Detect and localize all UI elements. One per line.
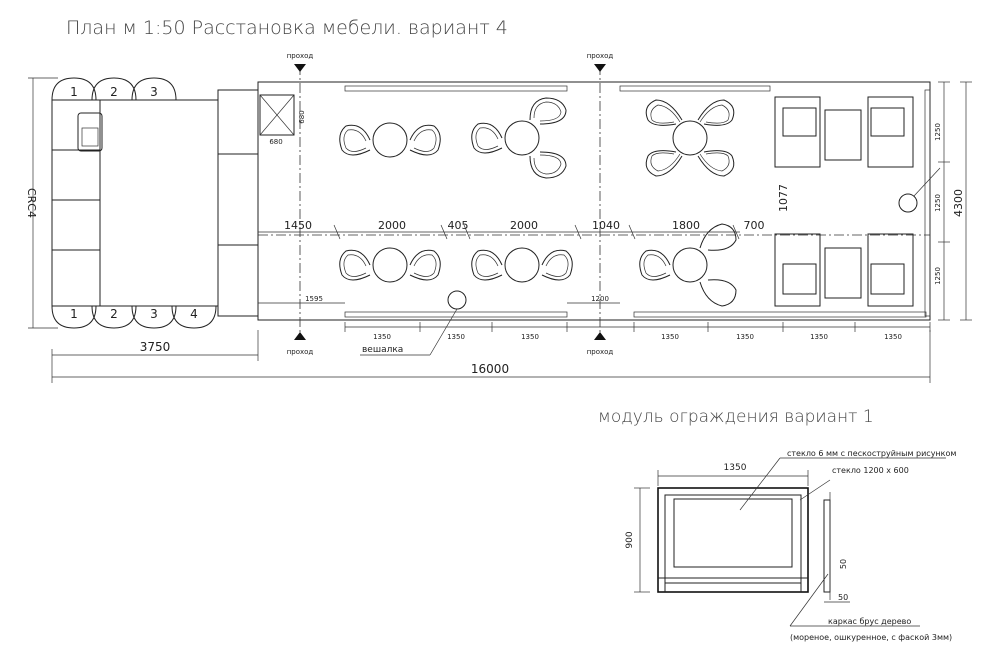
booth-top-3: 3 bbox=[150, 85, 158, 99]
dim-1077: 1077 bbox=[777, 184, 790, 212]
dim-405: 405 bbox=[448, 219, 469, 232]
cabinet-width: 680 bbox=[269, 138, 282, 146]
booth-bottom-3: 3 bbox=[150, 307, 158, 321]
booth-bottom-2: 2 bbox=[110, 307, 118, 321]
glass-sandblast-label: стекло 6 мм с пескоструйным рисунком bbox=[787, 449, 956, 458]
table-group-5 bbox=[471, 247, 573, 283]
dim-1800: 1800 bbox=[672, 219, 700, 232]
cabinet-height: 680 bbox=[298, 110, 306, 123]
sofa-set-top bbox=[774, 96, 914, 168]
dim-1040: 1040 bbox=[592, 219, 620, 232]
dim-1450: 1450 bbox=[284, 219, 312, 232]
passage-label-bottom-right: проход bbox=[587, 348, 614, 356]
bottom-module-1: 1350 bbox=[373, 333, 391, 341]
dim-1200: 1200 bbox=[591, 295, 609, 303]
table-group-1 bbox=[339, 122, 441, 158]
bottom-module-dims bbox=[344, 322, 931, 332]
glass-size-label: стекло 1200 х 600 bbox=[832, 466, 909, 475]
right-dim-1250a: 1250 bbox=[934, 123, 942, 141]
hanger-circle bbox=[447, 290, 467, 310]
module-dim-50b: 50 bbox=[838, 593, 848, 602]
frame-note: (мореное, ошкуренное, с фаской 3мм) bbox=[790, 633, 952, 642]
table-group-3 bbox=[645, 99, 735, 177]
passage-label-bottom-left: проход bbox=[287, 348, 314, 356]
right-dim-1250b: 1250 bbox=[934, 194, 942, 212]
plan-title: План м 1:50 Расстановка мебели. вариант … bbox=[66, 17, 508, 39]
hanger-circle-right bbox=[898, 193, 918, 213]
hanger-label: вешалка bbox=[362, 345, 403, 355]
dim-16000: 16000 bbox=[471, 362, 509, 376]
module-title: модуль ограждения вариант 1 bbox=[598, 407, 874, 427]
booth-bottom-1: 1 bbox=[70, 307, 78, 321]
bottom-module-4: 1350 bbox=[661, 333, 679, 341]
bottom-module-6: 1350 bbox=[810, 333, 828, 341]
right-dims bbox=[938, 81, 972, 321]
bottom-module-5: 1350 bbox=[736, 333, 754, 341]
frame-label: каркас брус дерево bbox=[828, 617, 911, 626]
sofa-set-bottom bbox=[774, 233, 914, 307]
booth-top-2: 2 bbox=[110, 85, 118, 99]
module-height: 900 bbox=[625, 531, 635, 548]
interior-dimension-line bbox=[258, 224, 740, 240]
dim-700: 700 bbox=[744, 219, 765, 232]
booth-top-1: 1 bbox=[70, 85, 78, 99]
table-group-2 bbox=[471, 97, 567, 179]
right-dim-4300: 4300 bbox=[952, 189, 965, 217]
table-group-4 bbox=[339, 247, 441, 283]
module-width: 1350 bbox=[724, 463, 747, 473]
dim-3750: 3750 bbox=[140, 340, 171, 354]
bottom-module-2: 1350 bbox=[447, 333, 465, 341]
left-height-dim bbox=[28, 77, 58, 329]
booth-bottom-4: 4 bbox=[190, 307, 198, 321]
bottom-overall-dims bbox=[51, 330, 931, 383]
main-hall bbox=[257, 65, 931, 340]
bottom-module-7: 1350 bbox=[884, 333, 902, 341]
bottom-module-3: 1350 bbox=[521, 333, 539, 341]
module-dim-50a: 50 bbox=[839, 559, 848, 569]
dim-2000a: 2000 bbox=[378, 219, 406, 232]
passage-label-top-left: проход bbox=[287, 52, 314, 60]
table-group-6 bbox=[639, 223, 737, 307]
passage-markers bbox=[294, 64, 606, 340]
left-height-label: СRС4 bbox=[25, 188, 38, 218]
right-dim-1250c: 1250 bbox=[934, 267, 942, 285]
module-detail bbox=[634, 457, 946, 627]
dim-2000b: 2000 bbox=[510, 219, 538, 232]
passage-label-top-right: проход bbox=[587, 52, 614, 60]
left-booth-block bbox=[51, 77, 259, 329]
dim-1595: 1595 bbox=[305, 295, 323, 303]
